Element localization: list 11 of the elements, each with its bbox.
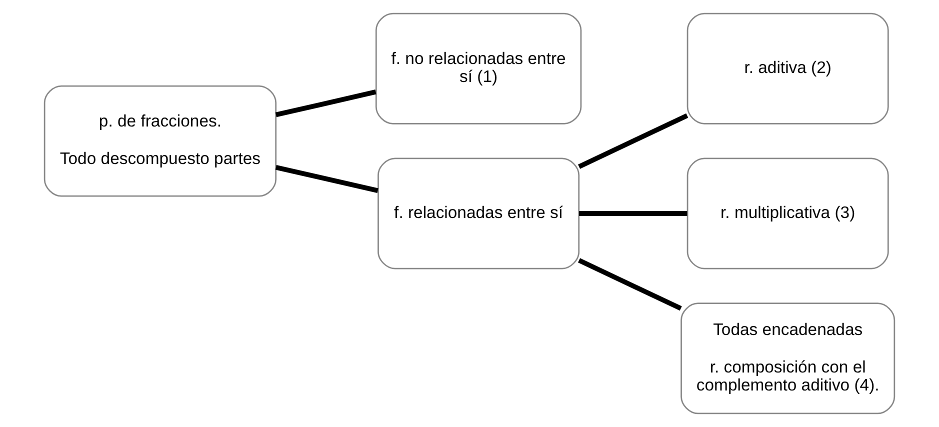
node-box: Todas encadenadas r. composición con el complemento aditivo (4). [680,302,896,414]
connector [578,258,682,311]
node-box: p. de fracciones. Todo descompuesto partes [44,85,277,197]
node-box: r. aditiva (2) [686,12,889,124]
connector [275,90,376,118]
node-box: r. multiplicativa (3) [686,158,889,270]
node-box: f. no relacionadas entre sí (1) [375,12,582,124]
node-box: f. relacionadas entre sí [378,158,580,270]
connector [579,211,688,216]
connector [275,164,378,194]
connector [578,113,688,169]
